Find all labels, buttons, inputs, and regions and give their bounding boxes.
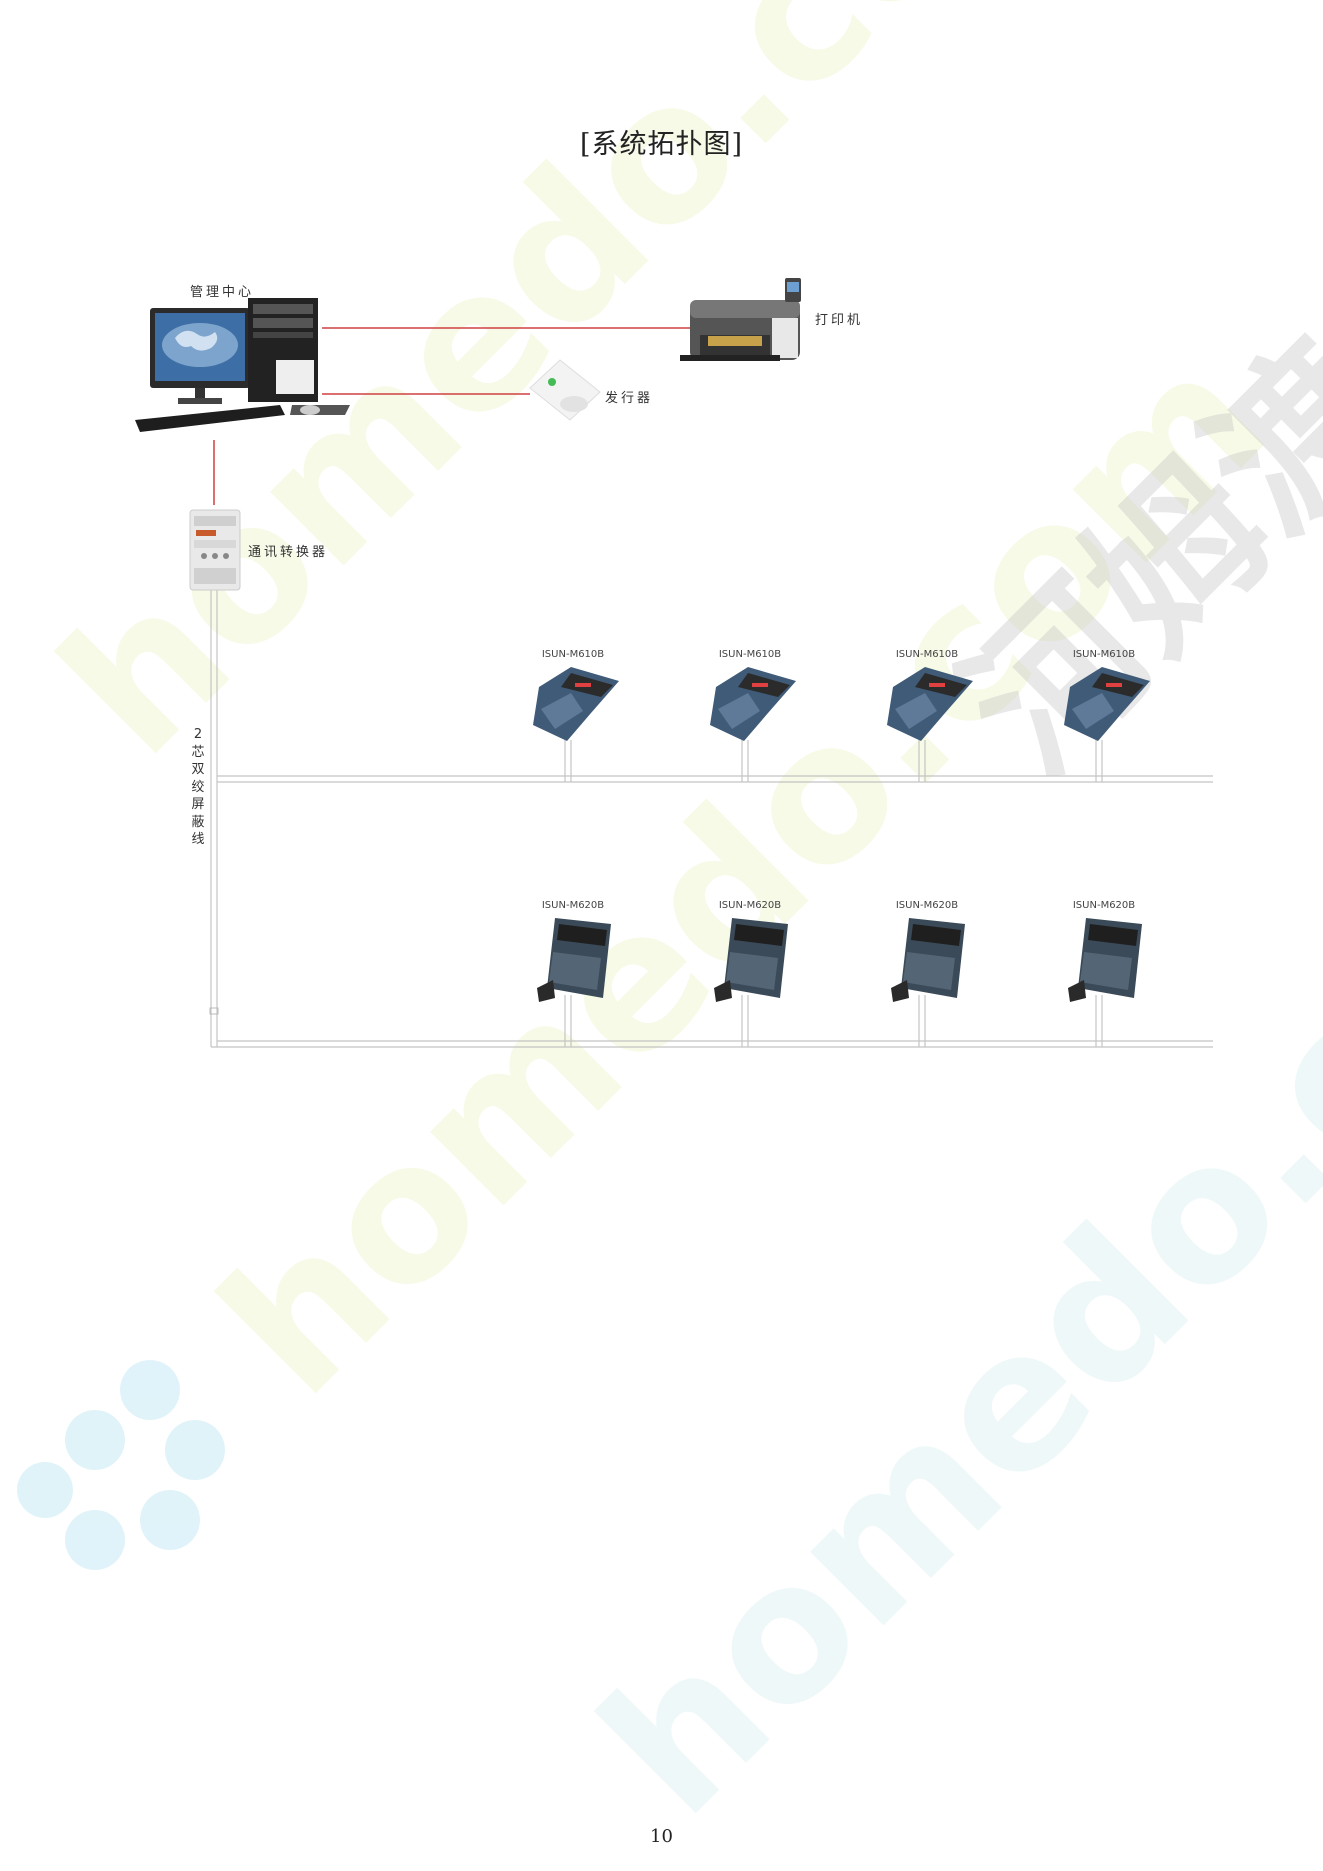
- label-issuer: 发行器: [605, 391, 654, 406]
- model-label-row2-4: ISUN-M620B: [1072, 900, 1136, 911]
- model-label-row2-2: ISUN-M620B: [718, 900, 782, 911]
- card-issuer-icon: [529, 359, 601, 421]
- terminal-m620b-4: [1068, 918, 1142, 1002]
- model-label-row1-1: ISUN-M610B: [541, 649, 605, 660]
- label-cable: 2芯双绞屏蔽线: [191, 727, 205, 847]
- terminal-m610b-3: [887, 667, 973, 741]
- model-label-row2-1: ISUN-M620B: [541, 900, 605, 911]
- page-number: 10: [650, 1826, 673, 1847]
- label-converter: 通讯转换器: [248, 545, 329, 560]
- model-label-row1-4: ISUN-M610B: [1072, 649, 1136, 660]
- terminal-m620b-1: [537, 918, 611, 1002]
- model-label-row1-3: ISUN-M610B: [895, 649, 959, 660]
- terminal-m620b-3: [891, 918, 965, 1002]
- terminal-m610b-4: [1064, 667, 1150, 741]
- label-management-center: 管理中心: [190, 285, 255, 300]
- printer-icon: [680, 278, 801, 361]
- diagram-title: [系统拓扑图]: [579, 129, 744, 160]
- cable-terminator: [209, 1007, 219, 1015]
- terminal-m610b-1: [533, 667, 619, 741]
- model-label-row1-2: ISUN-M610B: [718, 649, 782, 660]
- terminal-m610b-2: [710, 667, 796, 741]
- watermark-logo: [17, 1360, 225, 1570]
- terminal-m620b-2: [714, 918, 788, 1002]
- bus-cable: [210, 590, 1213, 1048]
- converter-icon: [189, 509, 241, 591]
- label-printer: 打印机: [815, 313, 864, 328]
- model-label-row2-3: ISUN-M620B: [895, 900, 959, 911]
- computer-icon: [135, 298, 350, 432]
